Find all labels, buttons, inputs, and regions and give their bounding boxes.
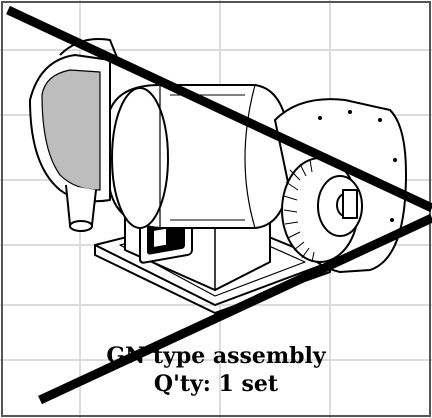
cross-out-lines (6, 5, 432, 405)
bench-grinder-icon (29, 38, 407, 314)
caption-assembly-type: GN type assembly (106, 343, 326, 369)
caption-quantity: Q'ty: 1 set (153, 371, 279, 397)
